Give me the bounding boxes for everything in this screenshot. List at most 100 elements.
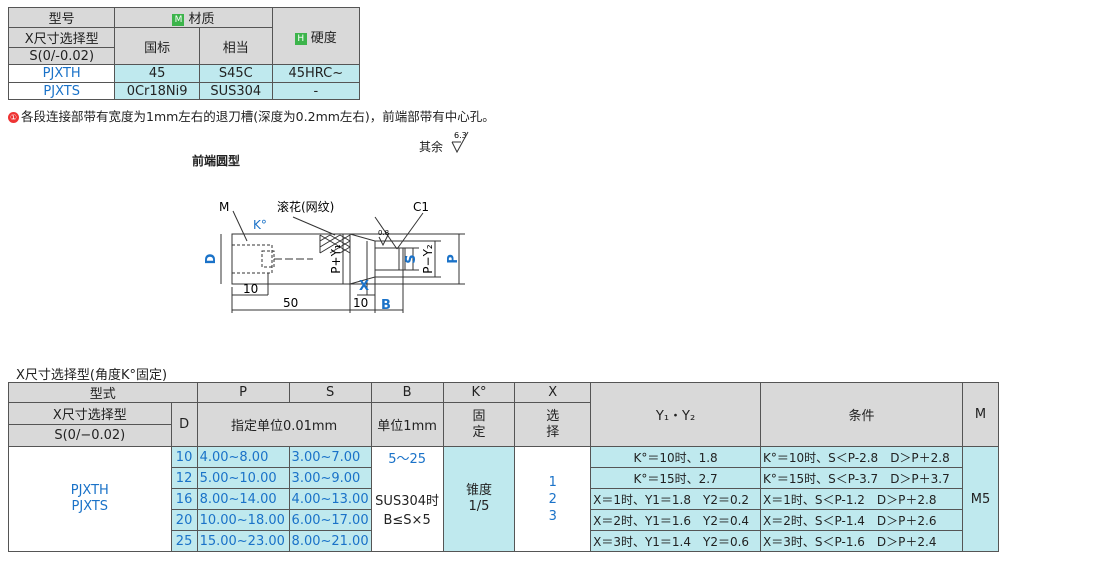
model-cell: PJXTH — [7, 64, 116, 83]
main-table-caption: X尺寸选择型(角度K°固定) — [16, 368, 168, 383]
x-cell: 1 2 3 — [514, 446, 592, 552]
label-m: M — [219, 200, 229, 214]
table-row: 12 5.00~10.00 3.00~9.00 K°＝15时、2.7 K°＝15… — [9, 467, 999, 489]
header-p: P — [196, 382, 290, 403]
model-cell: PJXTS — [7, 82, 116, 100]
taper-section — [349, 233, 376, 285]
header-fixed: 固定 — [442, 402, 516, 447]
s-cell: 6.00~17.00 — [288, 509, 372, 531]
table-row: 20 10.00~18.00 6.00~17.00 B≤S×5 X＝2时、Y1＝… — [9, 509, 999, 531]
label-b: B — [381, 298, 391, 313]
taper-cell: 锥度 1/5 — [442, 446, 516, 552]
table-row: PJXTH 45 S45C 45HRC~ — [7, 64, 361, 83]
spec-table: 型式 P S B K° X Y₁・Y₂ 条件 M X尺寸选择型 D 指定单位0.… — [8, 382, 1000, 552]
d-cell: 20 — [170, 509, 198, 531]
roughness-value: 6.3 — [454, 131, 467, 140]
table-row: 25 15.00~23.00 8.00~21.00 X＝3时、Y1＝1.4 Y2… — [9, 530, 999, 552]
pin-tip — [374, 247, 404, 271]
header-gb: 国标 — [114, 27, 200, 65]
b-spacer — [370, 467, 444, 489]
pin-drawing: M 滚花(网纹) K° C1 0.8 D P+Y₁ S P−Y₂ P 10 50… — [204, 199, 465, 313]
s-cell: 3.00~7.00 — [288, 446, 372, 468]
x-option: 2 — [548, 491, 557, 507]
drawing-title: 前端圆型 — [192, 154, 241, 168]
roughness-label: 其余 — [419, 140, 444, 154]
s-cell: 8.00~21.00 — [288, 530, 372, 552]
header-s: S — [288, 382, 372, 403]
hardness-cell: 45HRC~ — [271, 64, 361, 83]
d-cell: 10 — [170, 446, 198, 468]
hardness-cell: - — [271, 82, 361, 100]
d-cell: 25 — [170, 530, 198, 552]
s-cell: 3.00~9.00 — [288, 467, 372, 489]
equiv-cell: S45C — [198, 64, 273, 83]
label-py1: P+Y₁ — [329, 244, 343, 274]
label-08: 0.8 — [378, 229, 389, 237]
header-x-type: X尺寸选择型 — [7, 27, 116, 48]
cond-cell: X＝2时、S＜P-1.4 D＞P＋2.6 — [760, 509, 963, 531]
header-xtype: X尺寸选择型 — [8, 402, 172, 425]
note-text: 各段连接部带有宽度为1mm左右的退刀槽(深度为0.2mm左右)，前端部带有中心孔… — [21, 109, 495, 124]
m-cell: M5 — [961, 446, 1000, 552]
header-cond: 条件 — [760, 382, 963, 447]
y-cell: K°＝15时、2.7 — [590, 467, 762, 489]
p-cell: 15.00~23.00 — [196, 530, 290, 552]
p-cell: 4.00~8.00 — [196, 446, 290, 468]
table-row: PJXTS 0Cr18Ni9 SUS304 - — [7, 82, 361, 100]
note-number-icon: ① — [8, 112, 19, 123]
s-cell: 4.00~13.00 — [288, 488, 372, 510]
header-x: X — [514, 382, 592, 403]
threaded-hole — [231, 244, 273, 274]
label-50: 50 — [283, 296, 298, 310]
header-unit1: 单位1mm — [370, 402, 444, 447]
table-row: 16 8.00~14.00 4.00~13.00 SUS304时 X＝1时、Y1… — [9, 488, 999, 510]
label-k: K° — [253, 218, 267, 232]
y-cell: K°＝10时、1.8 — [590, 446, 762, 468]
p-cell: 8.00~14.00 — [196, 488, 290, 510]
y-cell: X＝1时、Y1＝1.8 Y2＝0.2 — [590, 488, 762, 510]
model-names: PJXTH PJXTS — [8, 446, 172, 552]
d-cell: 16 — [170, 488, 198, 510]
header-select: 选择 — [514, 402, 592, 447]
header-equiv: 相当 — [198, 27, 273, 65]
x-option: 3 — [548, 508, 557, 524]
header-k: K° — [442, 382, 516, 403]
label-10a: 10 — [243, 282, 258, 296]
header-y: Y₁・Y₂ — [590, 382, 762, 447]
b-range: 5～25 — [370, 446, 444, 468]
header-b: B — [370, 382, 444, 403]
header-unit001: 指定单位0.01mm — [196, 402, 372, 447]
label-py2: P−Y₂ — [421, 244, 435, 274]
p-cell: 5.00~10.00 — [196, 467, 290, 489]
p-cell: 10.00~18.00 — [196, 509, 290, 531]
cond-cell: X＝3时、S＜P-1.6 D＞P＋2.4 — [760, 530, 963, 552]
equiv-cell: SUS304 — [198, 82, 273, 100]
label-knurl: 滚花(网纹) — [277, 199, 334, 214]
b-note2: B≤S×5 — [370, 509, 444, 531]
cond-cell: K°＝15时、S＜P-3.7 D＞P＋3.7 — [760, 467, 963, 489]
b-note1: SUS304时 — [370, 488, 444, 510]
y-cell: X＝3时、Y1＝1.4 Y2＝0.6 — [590, 530, 762, 552]
d-cell: 12 — [170, 467, 198, 489]
gb-cell: 0Cr18Ni9 — [114, 82, 200, 100]
gb-cell: 45 — [114, 64, 200, 83]
header-type: 型式 — [8, 382, 198, 403]
table-row: PJXTH PJXTS 10 4.00~8.00 3.00~7.00 5～25 … — [8, 446, 1000, 552]
label-x: X — [359, 279, 369, 294]
header-d: D — [170, 402, 198, 447]
header-m: M — [961, 382, 1000, 447]
header-s-range: S(0/-0.02) — [7, 47, 116, 65]
x-option: 1 — [548, 474, 557, 490]
material-badge-icon: M — [172, 14, 185, 26]
header-hardness-label: 硬度 — [310, 30, 337, 46]
y-cell: X＝2时、Y1＝1.6 Y2＝0.4 — [590, 509, 762, 531]
knurl-pattern — [319, 234, 351, 254]
label-10b: 10 — [353, 296, 368, 310]
label-p: P — [446, 254, 461, 264]
label-s: S — [404, 254, 419, 263]
hardness-badge-icon: H — [294, 32, 307, 45]
